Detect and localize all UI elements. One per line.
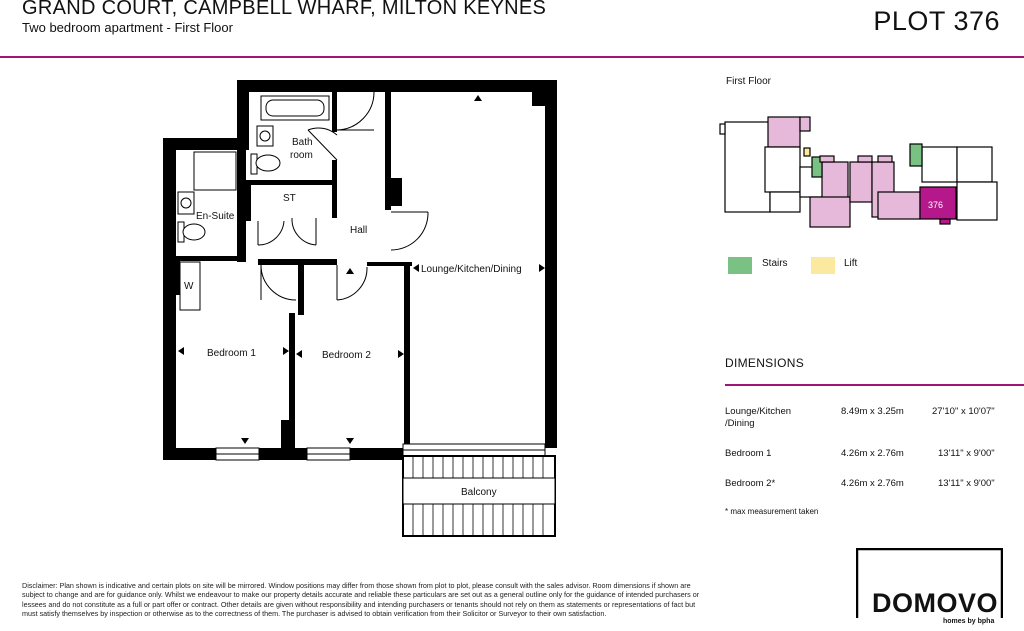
keyplan-highlight-label: 376 <box>928 200 943 210</box>
domovo-logo-frame <box>856 548 1003 618</box>
label-bedroom1: Bedroom 1 <box>207 348 256 359</box>
dim-row-bedroom2-imperial: 13'11" x 9'00" <box>938 478 995 489</box>
dim-row-bedroom1-imperial: 13'11" x 9'00" <box>938 448 995 459</box>
walls <box>163 80 557 460</box>
windows <box>215 443 546 461</box>
label-hall: Hall <box>350 225 367 236</box>
development-title: GRAND COURT, CAMPBELL WHARF, MILTON KEYN… <box>22 0 547 19</box>
dim-row-bedroom1-metric: 4.26m x 2.76m <box>841 448 904 459</box>
balcony-slats <box>412 456 544 536</box>
label-wardrobe: W <box>184 281 194 292</box>
dimensions-note: * max measurement taken <box>725 507 819 516</box>
dim-row-bedroom1-room: Bedroom 1 <box>725 448 772 459</box>
legend-lift-swatch <box>811 257 835 274</box>
dim-row-bedroom2-metric: 4.26m x 2.76m <box>841 478 904 489</box>
sanitary-fixtures <box>177 95 330 311</box>
disclaimer-text: Disclaimer: Plan shown is indicative and… <box>22 581 700 619</box>
legend-lift-label: Lift <box>844 258 858 269</box>
dim-row-bedroom2-room: Bedroom 2* <box>725 478 776 489</box>
dim-row-lounge-metric: 8.49m x 3.25m <box>841 406 904 417</box>
label-store: ST <box>283 193 296 204</box>
label-lounge: Lounge/Kitchen/Dining <box>421 264 522 275</box>
keyplan: 376 <box>719 116 998 228</box>
dimensions-rule <box>725 384 1024 386</box>
domovo-wordmark: DOMOVO <box>872 588 999 618</box>
room-labels: Bath room ST En-Suite Hall W Bedroom 1 B… <box>184 137 522 498</box>
balcony <box>402 455 556 537</box>
door-swings <box>257 91 429 301</box>
legend-stairs-swatch <box>728 257 752 274</box>
dim-row-lounge-imperial: 27'10" x 10'07" <box>932 406 995 417</box>
label-balcony: Balcony <box>461 487 497 498</box>
keyplan-title: First Floor <box>726 76 771 87</box>
label-bedroom2: Bedroom 2 <box>322 350 371 361</box>
domovo-tagline: homes by bpha <box>943 618 995 625</box>
dimension-markers <box>178 95 545 444</box>
apartment-subtitle: Two bedroom apartment - First Floor <box>22 20 233 35</box>
legend-stairs-label: Stairs <box>762 258 788 269</box>
header-rule <box>0 56 1024 58</box>
dimensions-heading: DIMENSIONS <box>725 356 805 370</box>
label-bathroom-line1: Bath <box>292 137 313 148</box>
dim-row-lounge-room-line2: /Dining <box>725 418 755 429</box>
label-ensuite: En-Suite <box>196 211 235 222</box>
label-bathroom-line2: room <box>290 150 313 161</box>
dim-row-lounge-room-line1: Lounge/Kitchen <box>725 406 792 417</box>
plot-number: PLOT 376 <box>873 6 1000 36</box>
